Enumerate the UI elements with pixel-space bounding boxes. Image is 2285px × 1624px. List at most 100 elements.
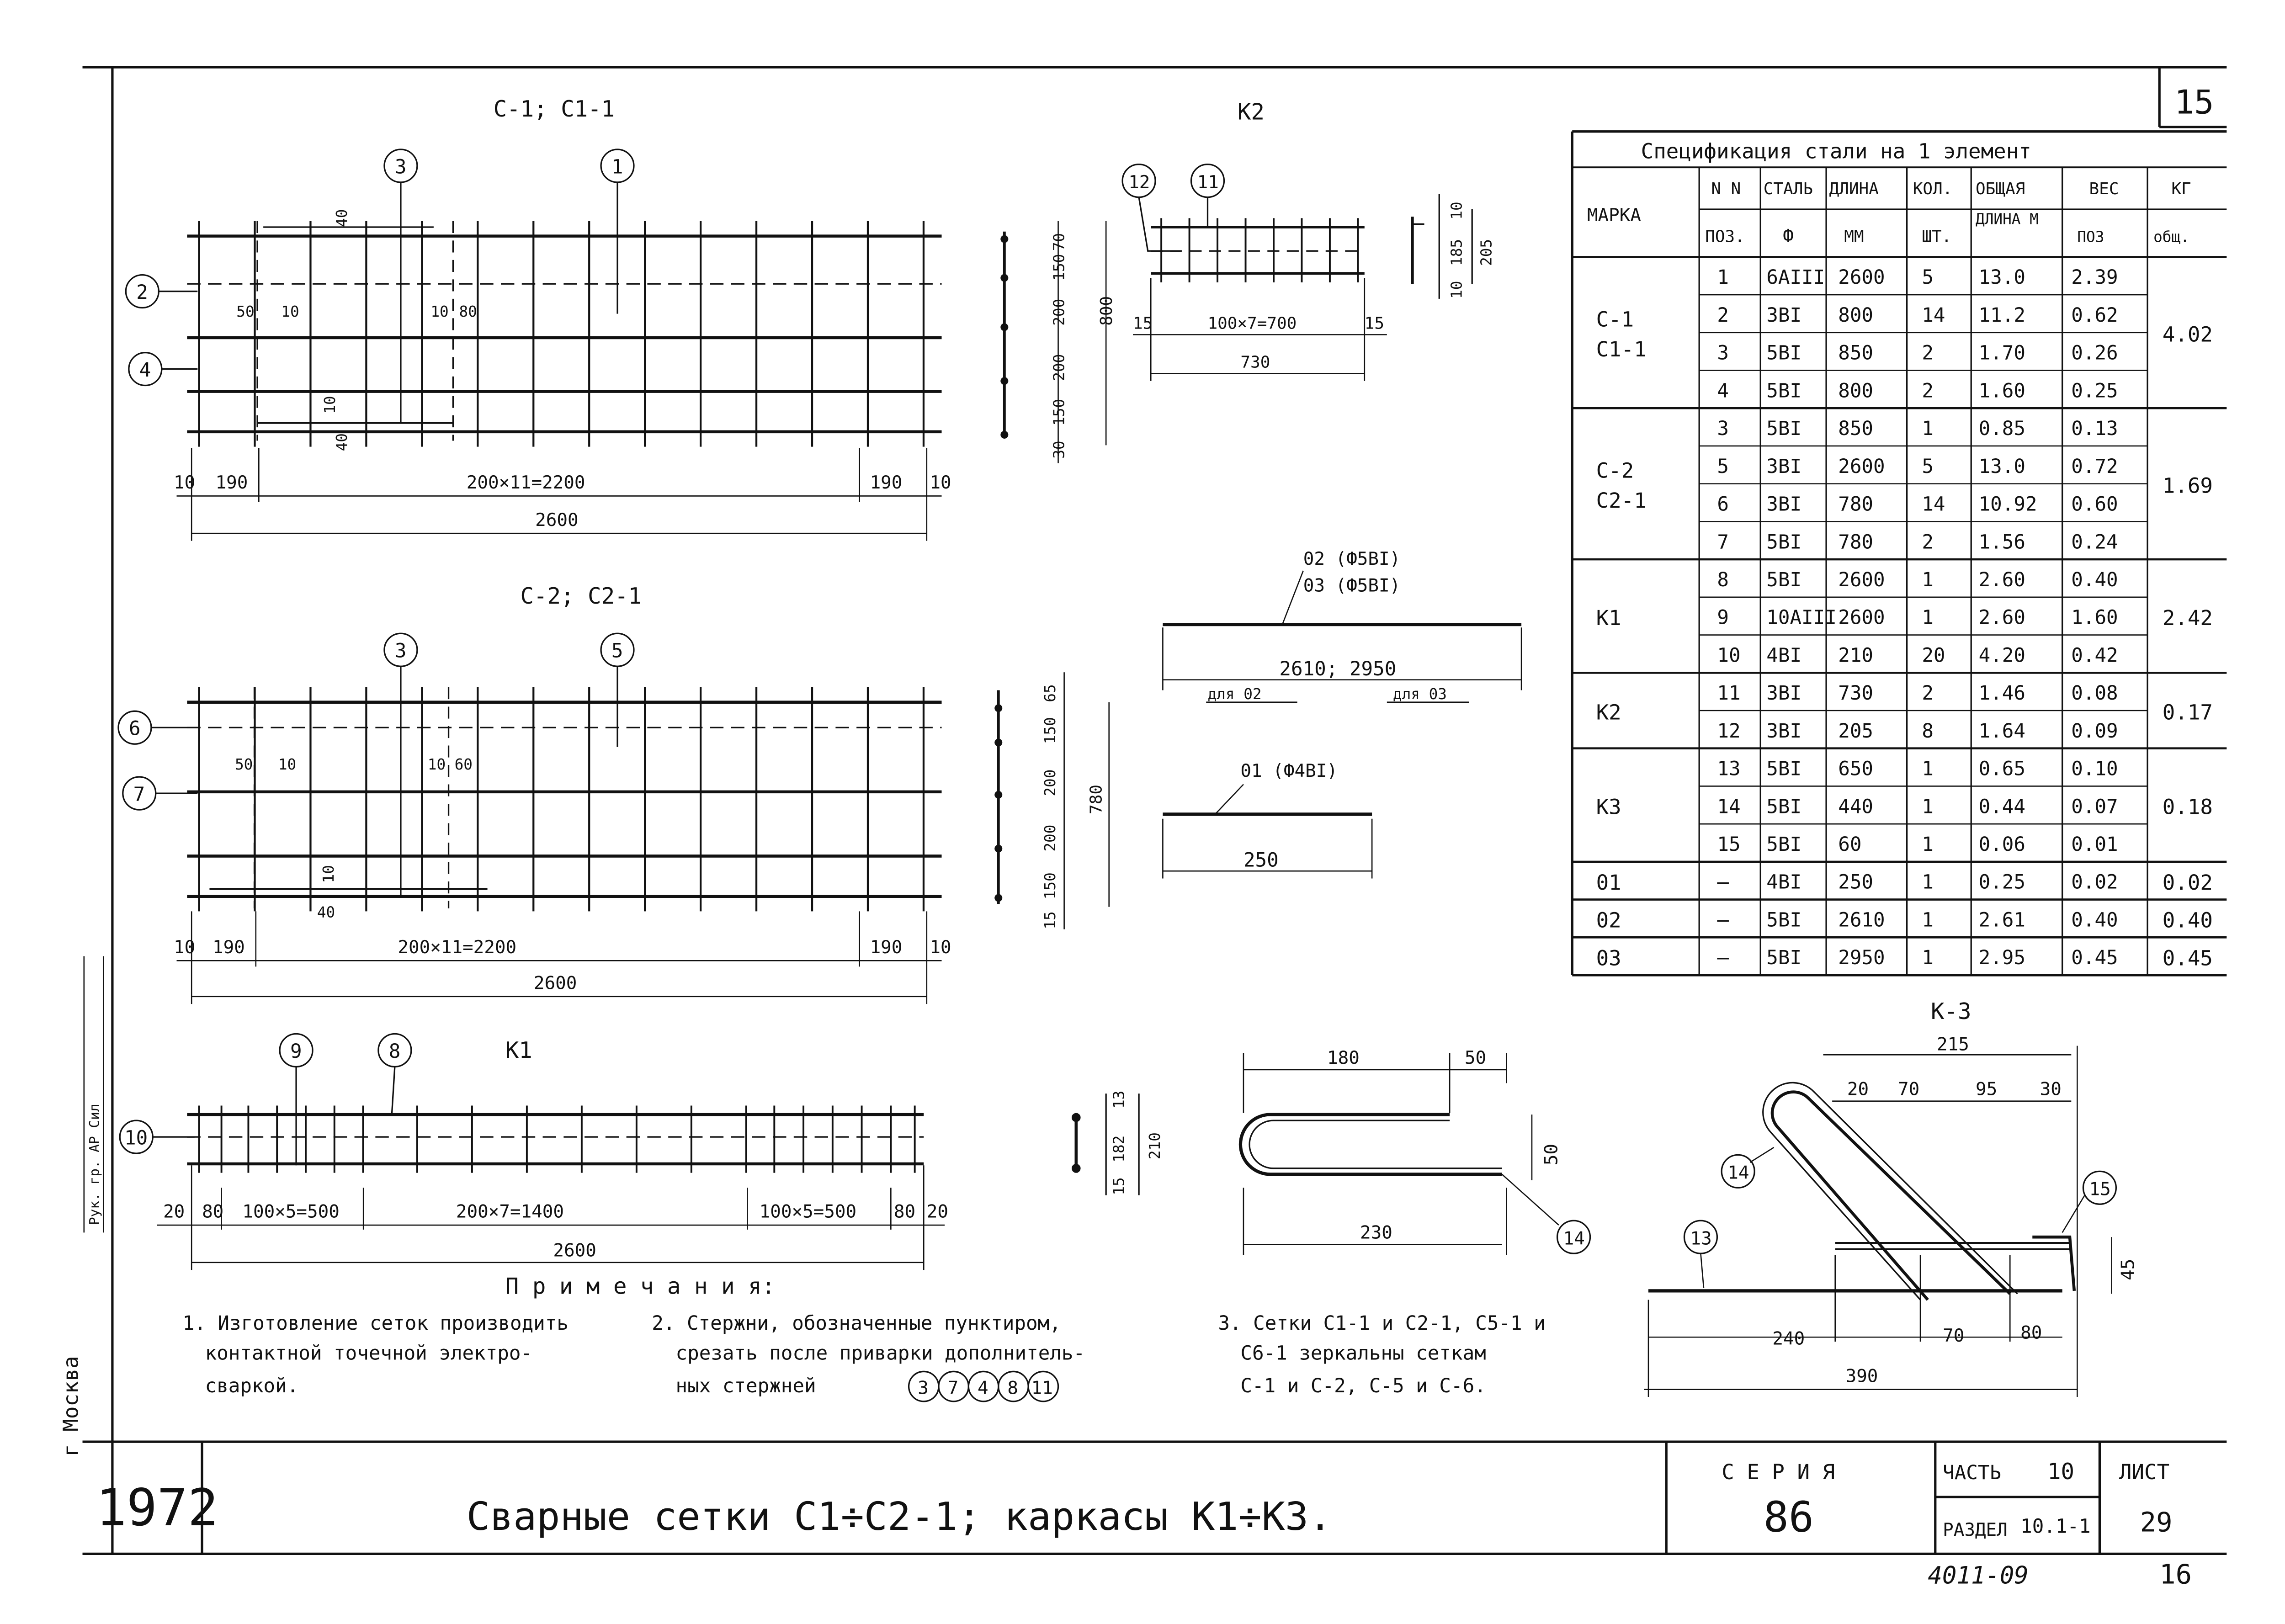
note2-circle: [1027, 1370, 1059, 1402]
table-cell-poz: 6: [1717, 494, 1729, 516]
table-cell-qty: 1: [1922, 796, 1934, 818]
c780-bar-dot: [994, 894, 1003, 902]
table-cell-poz: 14: [1717, 796, 1740, 818]
table-cell-length: 2600: [1838, 569, 1885, 591]
sheet-label: ЛИСТ: [2119, 1460, 2169, 1484]
k2-callout-11-label: 11: [1197, 172, 1219, 193]
table-cell-total-length: 2.95: [1979, 947, 2025, 969]
table-cell-qty: 5: [1922, 456, 1934, 478]
hook-d50b: 50: [1541, 1144, 1562, 1165]
table-cell-steel: 5ВI: [1766, 947, 1801, 969]
c2-callout-5-label: 5: [611, 640, 623, 663]
c2-dimension-lines: [176, 911, 942, 1004]
table-cell-poz: 3: [1717, 418, 1729, 440]
table-cell-total-length: 0.85: [1979, 418, 2025, 440]
note1-l2: контактной точечной электро-: [205, 1342, 532, 1364]
section-label: РАЗДЕЛ: [1943, 1520, 2008, 1540]
hook-d50a: 50: [1465, 1048, 1486, 1068]
table-mark: С-1: [1596, 308, 1634, 332]
table-cell-qty: 14: [1922, 304, 1945, 327]
note3-l3: С-1 и С-2, С-5 и С-6.: [1240, 1375, 1486, 1397]
note2-l1: 2. Стержни, обозначенные пунктиром,: [652, 1312, 1061, 1335]
c1-dim-right10: 10: [930, 472, 951, 493]
k2-dimension-lines: [1133, 278, 1387, 381]
table-cell-qty: 1: [1922, 909, 1934, 931]
k2-r205: 205: [1478, 239, 1495, 266]
bar-01-length: 250: [1243, 849, 1279, 871]
table-cell-poz: 12: [1717, 720, 1740, 743]
table-mark: 01: [1596, 870, 1621, 895]
table-total-weight: 1.69: [2163, 473, 2213, 498]
table-cell-weight: 0.42: [2071, 644, 2118, 667]
table-cell-poz: 8: [1717, 569, 1729, 591]
c-section-780: [994, 672, 1110, 929]
c2-mesh: [187, 687, 942, 912]
table-cell-steel: 5ВI: [1766, 531, 1801, 553]
k1-dim-total: 2600: [553, 1241, 596, 1261]
table-cell-qty: 2: [1922, 682, 1934, 705]
k1-callout-8-label: 8: [389, 1040, 401, 1063]
note2-circle-label: 7: [948, 1378, 959, 1398]
table-cell-steel: 6АIII: [1766, 266, 1825, 289]
header-total-len2: ДЛИНА М: [1976, 210, 2039, 228]
k3-d390: 390: [1846, 1366, 1878, 1386]
table-cell-poz: 4: [1717, 380, 1729, 402]
table-cell-qty: 2: [1922, 380, 1934, 402]
table-total-weight: 0.02: [2163, 870, 2213, 895]
c1-dim-10b: 10: [430, 303, 448, 320]
table-cell-total-length: 1.46: [1979, 682, 2025, 705]
table-cell-total-length: 10.92: [1979, 494, 2037, 516]
k3-d45: 45: [2118, 1259, 2139, 1280]
side-stamp-lines: [83, 956, 104, 1233]
k2-r185: 185: [1448, 239, 1465, 266]
header-mark: МАРКА: [1587, 205, 1641, 226]
k2-s150a: 150: [1051, 254, 1068, 281]
k2-dim-m700: 100×7=700: [1207, 314, 1297, 333]
k1-section: [1071, 1093, 1140, 1195]
k1-callout-10-label: 10: [124, 1127, 148, 1149]
bar-01-label: 01 (Ф4ВI): [1240, 761, 1338, 781]
table-cell-qty: 8: [1922, 720, 1934, 743]
table-title: Спецификация стали на 1 элемент: [1641, 139, 2031, 164]
table-cell-weight: 0.01: [2071, 833, 2118, 856]
k1-dim-r20: 20: [927, 1202, 948, 1222]
table-cell-steel: 10АIII: [1766, 607, 1837, 629]
main-title: Сварные сетки С1÷С2-1; каркасы К1÷К3.: [467, 1494, 1332, 1539]
k2-elevation: [1000, 221, 1107, 463]
k2-bar-dot: [1000, 323, 1009, 331]
k3-frame: [1644, 1046, 2117, 1397]
k2-frame: [1151, 218, 1365, 282]
c1-title: С-1; С1-1: [494, 96, 615, 122]
hook-d230: 230: [1360, 1222, 1392, 1243]
c1-dim-10a: 10: [281, 303, 299, 320]
handwritten-page: 16: [2159, 1559, 2192, 1590]
c2-dim-left190: 190: [213, 937, 245, 958]
table-cell-steel: 3ВI: [1766, 720, 1801, 743]
k1-sec-13: 13: [1110, 1091, 1127, 1109]
header-qty: КОЛ.: [1913, 180, 1953, 198]
c2-dim-60: 60: [455, 756, 473, 773]
table-cell-steel: 5ВI: [1766, 909, 1801, 931]
table-cell-weight: 0.40: [2071, 569, 2118, 591]
k1-frame: [187, 1105, 924, 1173]
k3-callout-15: 15: [2089, 1179, 2111, 1200]
table-cell-total-length: 13.0: [1979, 266, 2025, 289]
c2-callout-3-label: 3: [395, 640, 407, 663]
c1-dim-total: 2600: [535, 510, 578, 531]
note3-l2: С6-1 зеркальны сеткам: [1240, 1342, 1486, 1364]
table-cell-steel: 5ВI: [1766, 569, 1801, 591]
c1-callout-1-label: 1: [611, 156, 623, 178]
table-cell-weight: 0.25: [2071, 380, 2118, 402]
table-cell-length: 730: [1838, 682, 1873, 705]
table-cell-length: 850: [1838, 418, 1873, 440]
table-cell-length: 2600: [1838, 266, 1885, 289]
table-cell-steel: 5ВI: [1766, 418, 1801, 440]
table-mark: 03: [1596, 946, 1621, 970]
note3-l1: 3. Сетки С1-1 и С2-1, С5-1 и: [1218, 1312, 1545, 1335]
header-poz: ПОЗ.: [1705, 228, 1745, 246]
header-phi: Ф: [1783, 226, 1794, 247]
table-cell-length: 2600: [1838, 456, 1885, 478]
table-mark: С1-1: [1596, 337, 1647, 361]
table-mark: С-2: [1596, 459, 1634, 483]
